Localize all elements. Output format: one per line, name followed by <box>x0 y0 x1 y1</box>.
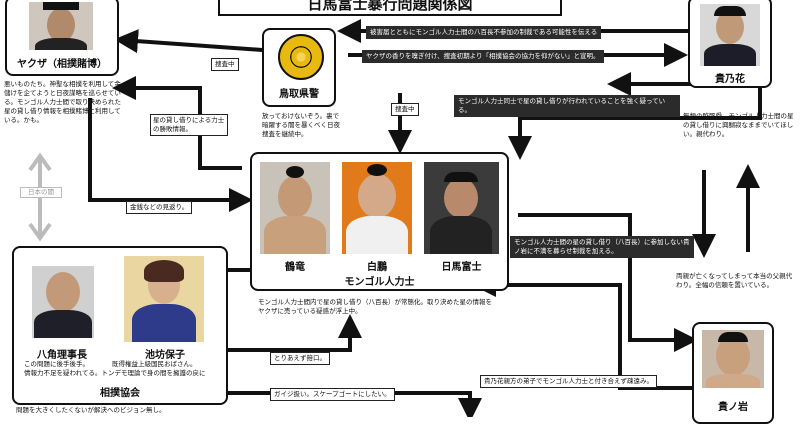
label-elder-note: 貴乃花親方の弟子でモンゴル人力士と付き合えず疎遠み。 <box>480 375 657 388</box>
label-for-now: とりあえず箝口。 <box>270 352 330 365</box>
hakkaku-photo <box>32 266 94 338</box>
label-scapegoat: ガイジ扱い。スケープゴートにしたい。 <box>270 388 395 401</box>
harumafuji-photo <box>424 162 499 254</box>
takanohana-photo <box>700 4 760 66</box>
takanohana-name: 貴乃花 <box>715 74 745 85</box>
mongol-member-1: 白鵬 <box>367 262 387 273</box>
takanoiwa-name: 貴ノ岩 <box>718 402 748 413</box>
yakuza-box: ヤクザ（相撲賭博） <box>5 0 119 76</box>
mongol-note: モンゴル人力士間内で星の貸し借り（八百長）が常態化。取り決めた星の情報をヤクザに… <box>258 298 492 315</box>
arrow-takanohana-to-police-2 <box>508 86 762 160</box>
police-emblem <box>278 34 324 80</box>
takanoiwa-box: 貴ノ岩 <box>692 322 774 424</box>
kyokai-note1: この問題に後手後手。 <box>24 360 89 368</box>
kyokai-note2: 情報力不足を疑われてる。トンデモ理論で身の間を擁護の戻に <box>24 369 206 377</box>
arrow-takanoiwa-to-mongol <box>472 273 692 390</box>
diagram-title: 日馬富士暴行問題関係図 <box>218 0 562 16</box>
kyokai-group-name: 相撲協会 <box>100 388 140 399</box>
takanohana-box: 貴乃花 <box>688 0 772 88</box>
kyokai-note3: 問題を大きくしたくないが解決へのビジョン無し。 <box>16 406 166 414</box>
label-msg-second: ヤクザの香りを嗅ぎ付け、捜査初期より「相撲協会の協力を仰がない」と宣明。 <box>362 50 604 63</box>
label-investigating-1: 捜査中 <box>211 58 239 71</box>
label-family: 両親が亡くなってしまって本当の父親代わり。全幅の信頼を置いている。 <box>676 272 793 289</box>
police-box: 鳥取県警 <box>262 28 336 107</box>
takanoiwa-photo <box>702 330 764 388</box>
kyokai-box: 八角理事長 池坊保子 この問題に後手後手。 既得権益上級国民おばさん。 情報力不… <box>12 246 228 405</box>
kyokai-member-1: 池坊保子 <box>145 350 185 361</box>
ikenobo-photo <box>124 256 204 342</box>
mongol-group-name: モンゴル人力士 <box>344 277 415 288</box>
label-japan-mafia: 日本の闇 <box>20 187 62 198</box>
label-investigating-2: 捜査中 <box>391 103 419 116</box>
arrow-yakuza-to-mongol <box>88 98 253 212</box>
label-yakuza-arrow: 星の貸し借りによる力士の勝敗情報。 <box>150 114 228 136</box>
yakuza-photo <box>29 2 93 50</box>
label-msg-top: 被害届とともにモンゴル人力士間の八百長不参加の制裁である可能性を伝える <box>366 26 602 39</box>
kyokai-member-0: 八角理事長 <box>37 350 87 361</box>
takanohana-note: 無類の酢豚愛。モンゴル人力士間の星の貸し借りに興醐寂なままでいてほしい。親代わり… <box>683 112 794 138</box>
hakuho-photo <box>342 162 412 254</box>
arrow-police-to-yakuza <box>114 29 265 54</box>
yakuza-note: 悪いものたち。神聖な相撲を利用して金儲けを企てようと日夜謀略を巡らせている。モン… <box>4 80 121 124</box>
kakuryu-photo <box>260 162 330 254</box>
mongol-member-0: 鶴竜 <box>285 262 305 273</box>
label-takanohana-msg: モンゴル人力士同士で星の貸し借りが行われていることを強く疑っている。 <box>454 95 680 117</box>
arrow-kyokai-to-mongol <box>223 314 362 352</box>
label-mongol-to-iwa: モンゴル人力士間の星の貸し借り（八百長）に参加しない貴ノ岩に不満を募らせ制裁を加… <box>510 236 694 258</box>
mongol-member-2: 日馬富士 <box>441 262 482 273</box>
kyokai-note1b: 既得権益上級国民おばさん。 <box>112 360 197 368</box>
arrow-mongol-to-takanoiwa <box>518 213 698 352</box>
yakuza-name: ヤクザ（相撲賭博） <box>17 59 107 70</box>
police-name: 鳥取県警 <box>279 89 319 100</box>
police-note: 放っておけないぞう。裏で暗躍する闇を暴くべく日夜捜査を継続中。 <box>262 112 340 138</box>
mongol-box: 鶴竜 白鵬 日馬富士 モンゴル人力士 <box>250 152 509 291</box>
label-money: 金銭などの見返り。 <box>126 201 193 214</box>
